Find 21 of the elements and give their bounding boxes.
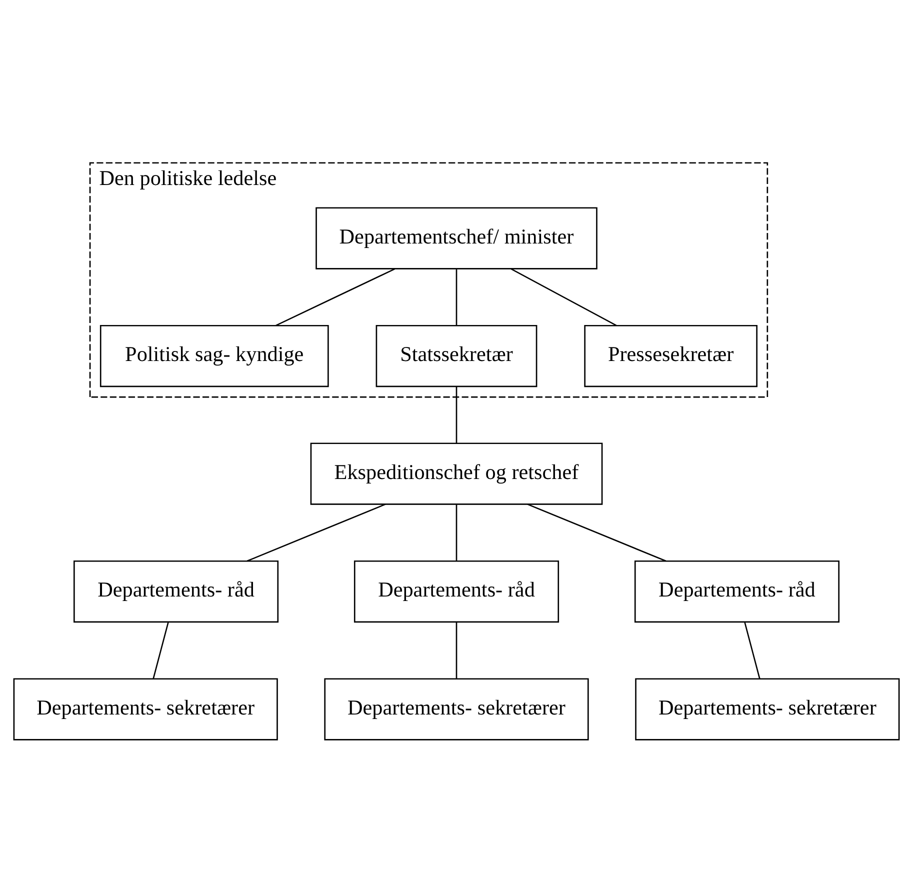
node-box: Departements- sekretærer xyxy=(324,678,589,740)
node-box: Politisk sag- kyndige xyxy=(100,324,329,388)
node-box: Departements- råd xyxy=(73,560,279,623)
connector xyxy=(527,504,666,562)
connector xyxy=(276,268,396,326)
connector xyxy=(456,504,458,562)
node-box: Departementschef/ minister xyxy=(316,207,598,270)
connector xyxy=(152,622,169,679)
node-box: Statssekretær xyxy=(376,324,538,388)
node-box: Ekspeditionschef og retschef xyxy=(310,442,603,505)
connector xyxy=(246,504,386,562)
node-box: Pressesekretær xyxy=(584,324,758,388)
connector xyxy=(456,269,458,326)
node-box: Departements- sekretærer xyxy=(635,678,900,740)
node-box: Departements- råd xyxy=(354,560,560,623)
node-box: Departements- sekretærer xyxy=(13,678,278,740)
connector xyxy=(456,622,458,679)
connector xyxy=(456,387,458,444)
connector xyxy=(744,622,760,679)
connector xyxy=(510,268,617,326)
node-box: Departements- råd xyxy=(634,560,840,623)
